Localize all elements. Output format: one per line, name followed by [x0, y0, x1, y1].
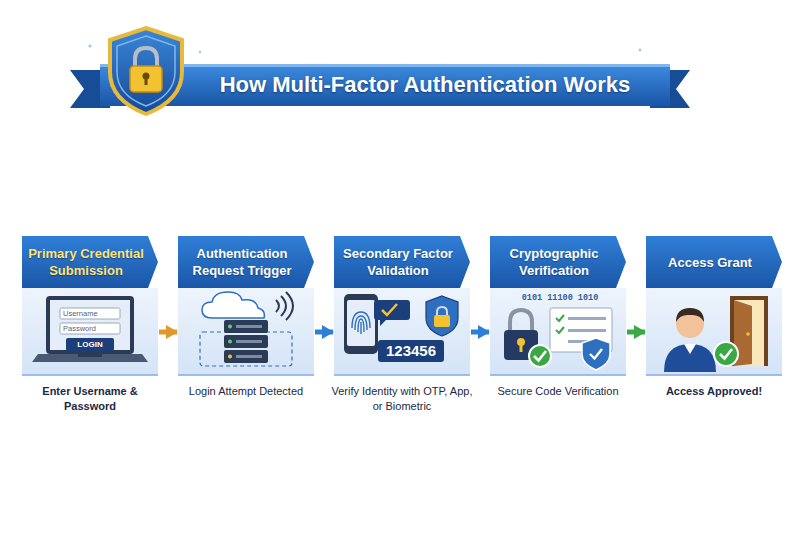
drawing-path	[32, 354, 148, 362]
drawing-path	[286, 292, 293, 320]
drawing-rect	[347, 300, 375, 346]
drawing-rect	[66, 338, 114, 351]
flow-arrow	[471, 330, 489, 335]
step-caption: Verify Identity with OTP, App, or Biomet…	[330, 384, 474, 414]
drawing-rect	[224, 350, 268, 363]
input-field-text: Password	[60, 323, 120, 334]
process-panel: Access Grant Access Approved!	[646, 236, 782, 376]
drawing-path	[676, 308, 704, 322]
step-title: Secondary Factor Validation	[340, 245, 456, 279]
step-caption: Enter Username & Password	[18, 384, 162, 414]
step-header: Secondary Factor Validation	[334, 236, 470, 288]
drawing-path	[382, 304, 397, 315]
input-field-text: Username	[60, 308, 120, 319]
drawing-path	[380, 320, 386, 326]
process-panel: Authentication Request Trigger Login Att…	[178, 236, 314, 376]
drawing-rect	[374, 300, 410, 320]
step-title: Primary Credential Submission	[28, 245, 144, 279]
process-panel: Primary Credential Submission UsernamePa…	[22, 236, 158, 376]
process-panel: Cryptographic Verification 0101 11100 10…	[490, 236, 626, 376]
phone-otp-illustration	[334, 288, 470, 374]
drawing-rect	[60, 323, 120, 334]
drawing-path	[590, 349, 602, 359]
drawing-rect	[130, 66, 162, 92]
step-caption: Secure Code Verification	[486, 384, 630, 399]
flow-arrow	[159, 330, 177, 335]
drawing-circle	[529, 345, 551, 367]
drawing-rect	[224, 320, 268, 333]
login-button-text: LOGIN	[66, 338, 114, 351]
drawing-rect	[378, 340, 444, 362]
illustration-panel: 0101 11100 1010	[490, 288, 626, 376]
drawing-path	[110, 28, 182, 114]
flow-arrow	[315, 330, 333, 335]
drawing-path	[582, 338, 610, 370]
step-header: Primary Credential Submission	[22, 236, 158, 288]
drawing-rect	[344, 294, 378, 354]
diagram-title: How Multi-Factor Authentication Works	[190, 65, 660, 105]
drawing-rect	[236, 340, 262, 343]
step-caption: Login Attempt Detected	[174, 384, 318, 399]
drawing-path	[556, 315, 564, 321]
drawing-path	[510, 310, 532, 332]
process-panel: Secondary Factor Validation 123456Verify…	[334, 236, 470, 376]
step-title: Authentication Request Trigger	[184, 245, 300, 279]
drawing-rect	[145, 77, 148, 85]
drawing-rect	[568, 317, 606, 320]
illustration-panel: 123456	[334, 288, 470, 376]
drawing-rect	[46, 296, 134, 354]
step-caption: Access Approved!	[642, 384, 786, 399]
drawing-rect	[100, 64, 670, 106]
drawing-rect	[236, 355, 262, 358]
illustration-panel: UsernamePasswordLOGIN	[22, 288, 158, 376]
server-cloud-illustration	[178, 288, 314, 374]
illustration-panel	[178, 288, 314, 376]
flow-arrow	[627, 330, 645, 335]
drawing-rect	[236, 325, 262, 328]
drawing-path	[202, 292, 264, 318]
drawing-rect	[520, 343, 523, 352]
drawing-circle	[88, 44, 91, 47]
step-title: Access Grant	[668, 254, 752, 271]
step-header: Authentication Request Trigger	[178, 236, 314, 288]
drawing-rect	[224, 335, 268, 348]
step-title: Cryptographic Verification	[496, 245, 612, 279]
step-header: Access Grant	[646, 236, 782, 288]
otp-code: 123456	[378, 340, 444, 362]
drawing-rect	[50, 300, 130, 350]
drawing-path	[360, 322, 361, 334]
drawing-path	[135, 48, 157, 68]
drawing-path	[556, 327, 564, 333]
drawing-path	[437, 307, 447, 316]
access-illustration	[646, 288, 782, 374]
drawing-circle	[228, 325, 232, 329]
drawing-circle	[228, 340, 232, 344]
drawing-path	[426, 296, 458, 336]
drawing-rect	[200, 332, 292, 366]
illustration-panel	[646, 288, 782, 376]
drawing-rect	[100, 64, 670, 67]
drawing-path	[684, 344, 696, 354]
binary-code: 0101 11100 1010	[508, 291, 612, 305]
drawing-rect	[434, 315, 450, 327]
drawing-rect	[60, 308, 120, 319]
step-header: Cryptographic Verification	[490, 236, 626, 288]
drawing-g	[352, 312, 370, 334]
drawing-path	[664, 344, 716, 372]
drawing-path	[117, 36, 175, 106]
drawing-circle	[746, 332, 750, 336]
drawing-path	[534, 351, 546, 361]
drawing-rect	[78, 354, 102, 357]
drawing-path	[276, 300, 279, 312]
drawing-circle	[639, 49, 642, 52]
drawing-rect	[568, 329, 606, 332]
drawing-circle	[228, 355, 232, 359]
drawing-path	[720, 349, 732, 359]
drawing-circle	[199, 51, 201, 53]
drawing-path	[281, 296, 286, 316]
drawing-circle	[714, 342, 738, 366]
